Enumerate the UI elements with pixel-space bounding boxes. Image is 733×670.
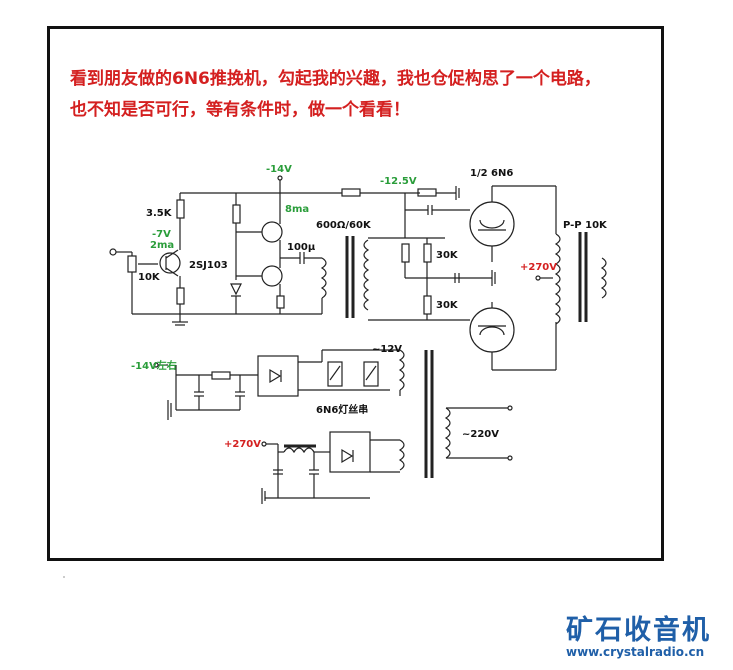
label-cap-100u: 100μ [287, 242, 316, 253]
input-stage [109, 175, 370, 326]
power-section [153, 349, 513, 504]
label-v-minus14-supply: -14V左右 [131, 359, 177, 372]
label-v-minus12-5: -12.5V [380, 176, 417, 187]
label-pot-10k: 10K [138, 272, 161, 283]
label-b-plus-supply: +270V [224, 439, 261, 450]
label-8ma: 8ma [285, 204, 309, 215]
label-b-plus: +270V [520, 262, 557, 273]
tube-6n6 [469, 185, 556, 371]
brand-name: 矿石收音机 [566, 615, 711, 646]
label-2ma: 2ma [150, 240, 174, 251]
label-r-3-5k: 3.5K [146, 208, 173, 219]
label-ac-12v: ~12V [372, 344, 402, 355]
brand-watermark: 矿石收音机 www.crystalradio.cn [566, 608, 726, 659]
headline-line-1: 看到朋友做的6N6推挽机，勾起我的兴趣，我也仓促构思了一个电路， [70, 69, 601, 89]
label-heater: 6N6灯丝串 [316, 403, 368, 416]
stray-dot [63, 576, 65, 578]
label-r-30k-top: 30K [436, 250, 459, 261]
label-pp-10k: P-P 10K [563, 220, 608, 231]
headline-line-2: 也不知是否可行，等有条件时，做一个看看！ [70, 100, 410, 120]
label-v-minus7: -7V [152, 229, 171, 240]
label-ac-220v: ~220V [462, 429, 499, 440]
label-transformer-in: 600Ω/60K [316, 220, 372, 231]
label-v-minus14: -14V [266, 164, 292, 175]
label-r-30k-bot: 30K [436, 300, 459, 311]
label-tube: 1/2 6N6 [470, 168, 513, 179]
brand-url: www.crystalradio.cn [566, 645, 705, 659]
label-fet: 2SJ103 [189, 260, 228, 271]
